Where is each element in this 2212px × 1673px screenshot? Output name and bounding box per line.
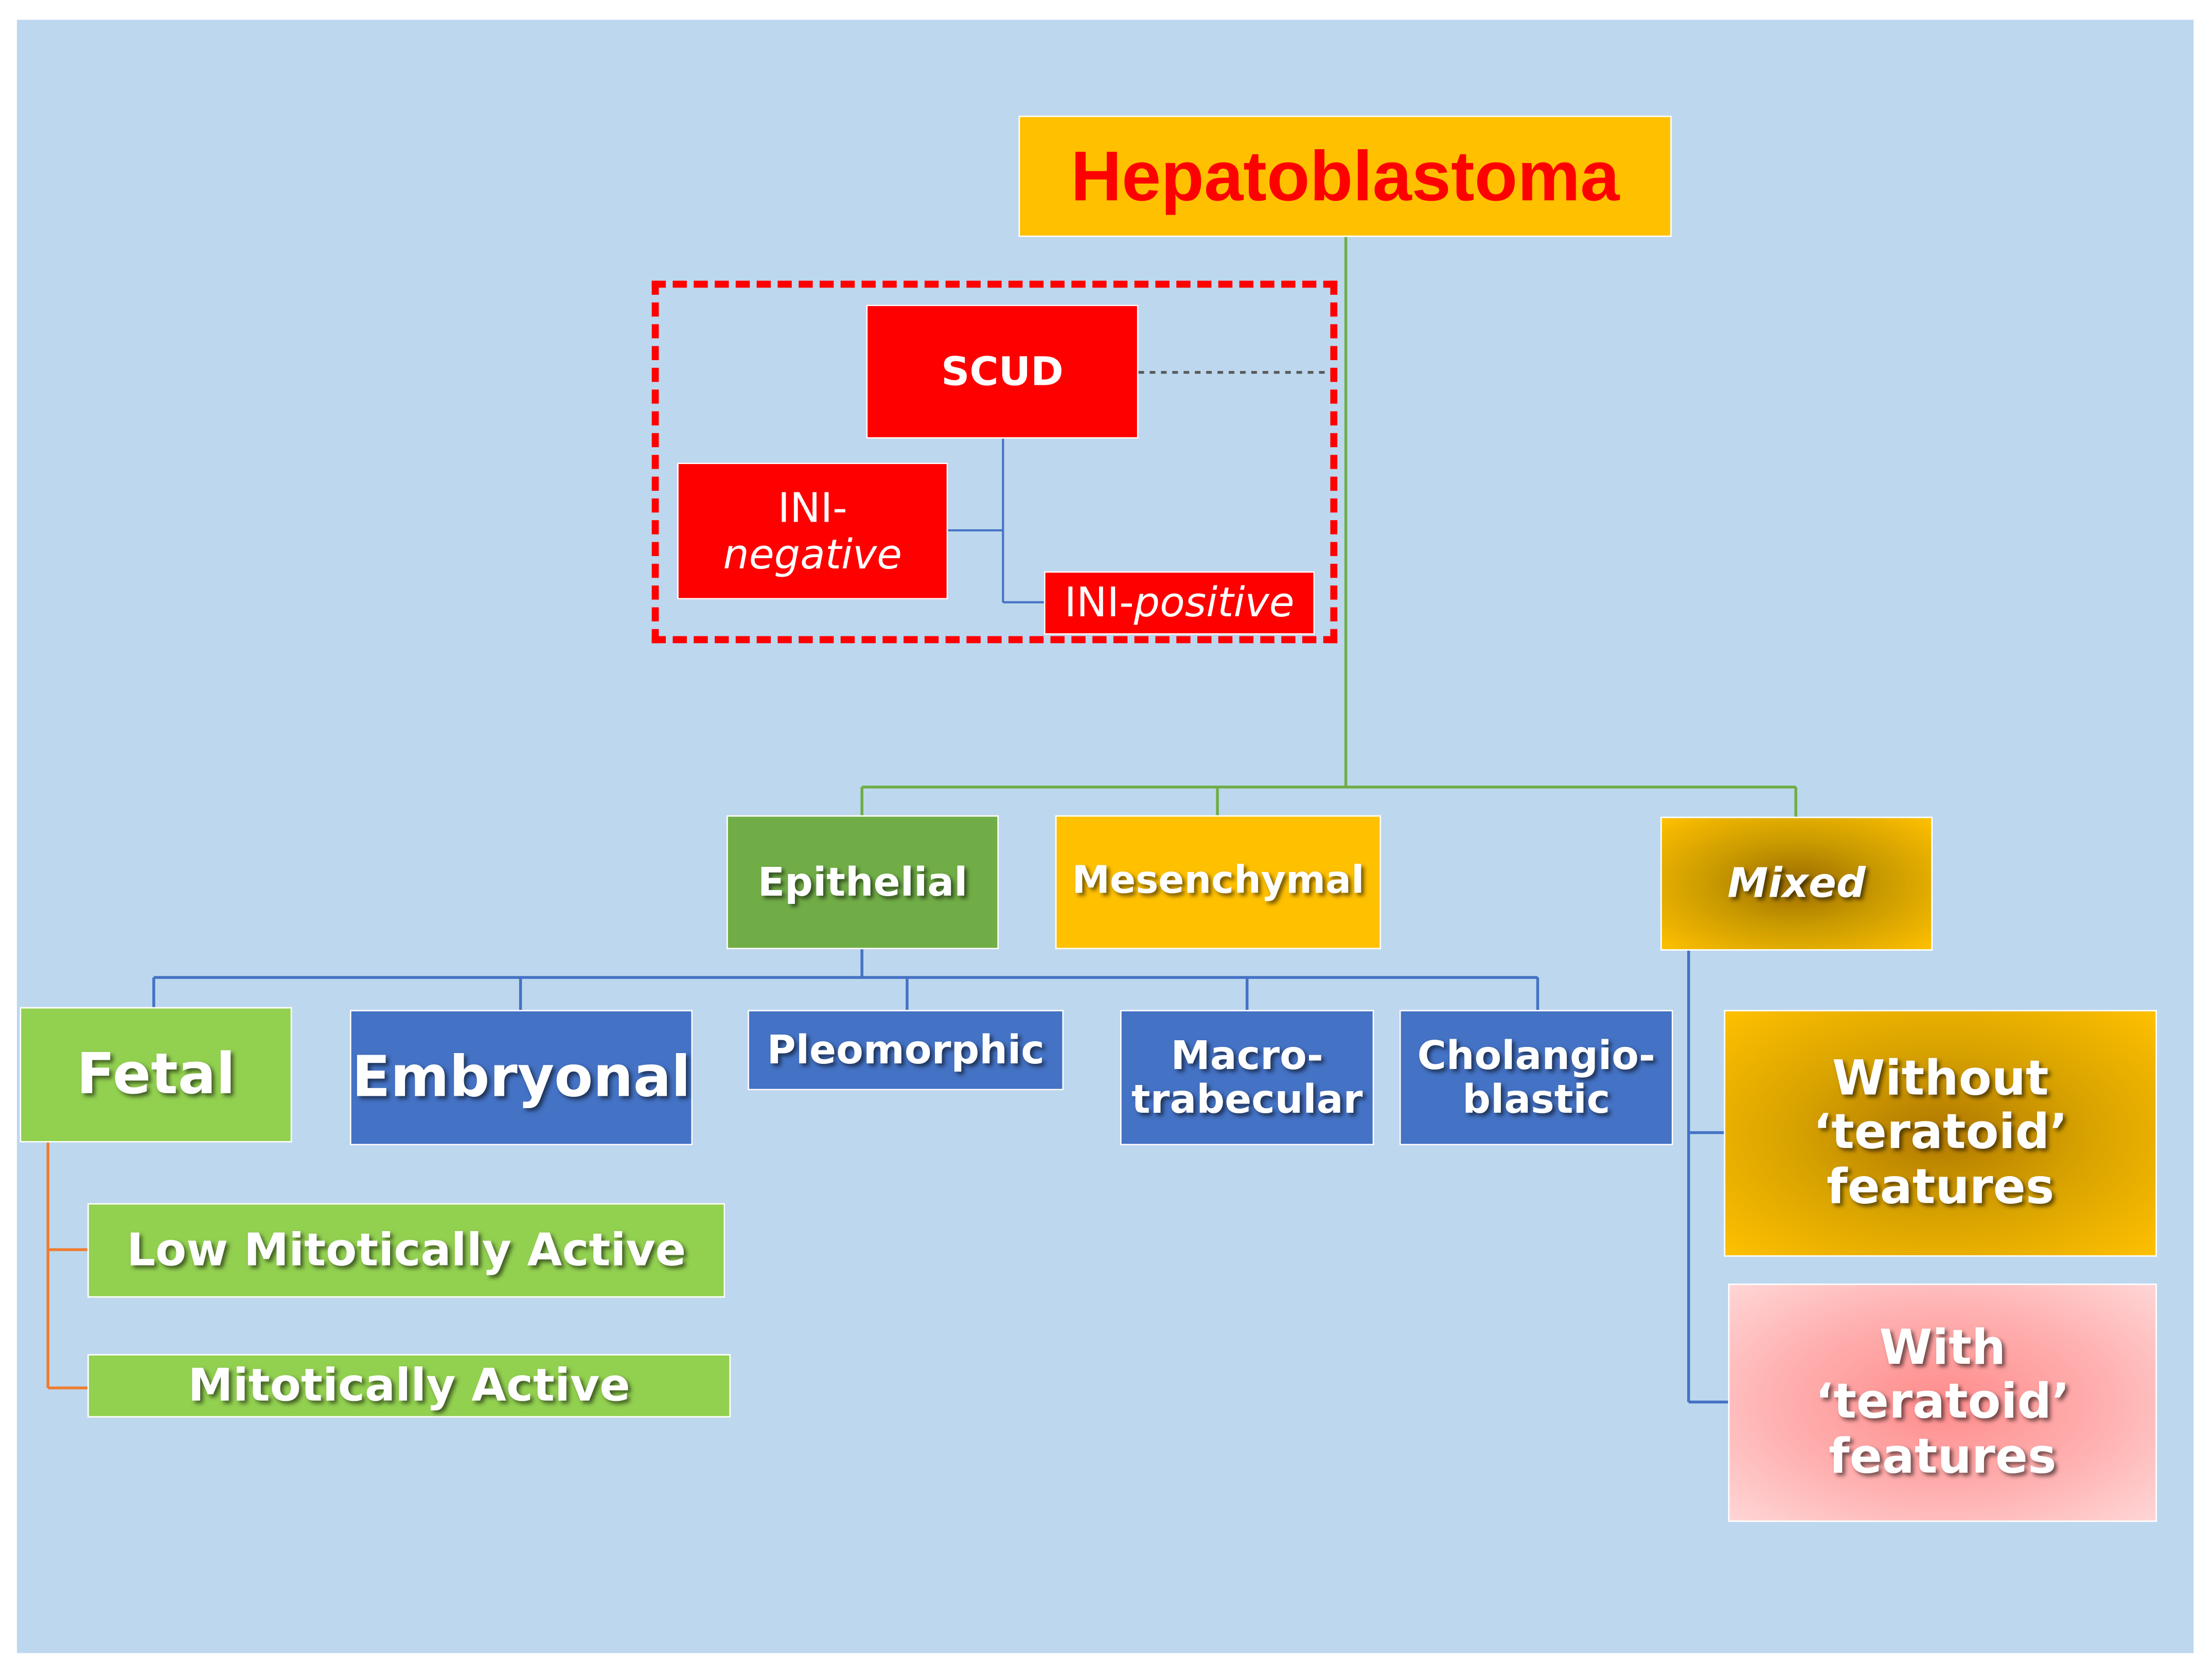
scud-label: SCUD [941,348,1064,395]
low-mitotically-active-label: Low Mitotically Active [127,1222,686,1276]
scud-node: SCUD [866,305,1139,439]
fetal-label: Fetal [76,1042,236,1107]
mixed-label: Mixed [1727,859,1866,907]
mixed-node: Mixed [1660,816,1933,951]
cholangioblastic-label: Cholangio- blastic [1417,1031,1655,1123]
macrotrabecular-node: Macro- trabecular [1120,1010,1374,1146]
ini-positive-prefix: INI- [1064,578,1134,627]
embryonal-node: Embryonal [349,1010,693,1146]
mesenchymal-label: Mesenchymal [1072,859,1365,903]
scud-dashed-frame [651,280,1338,644]
fetal-node: Fetal [20,1007,292,1143]
pleomorphic-label: Pleomorphic [767,1026,1045,1073]
mitotically-active-node: Mitotically Active [87,1354,731,1418]
ini-positive-suffix: positive [1134,578,1295,627]
epithelial-label: Epithelial [757,859,968,905]
low-mitotically-active-node: Low Mitotically Active [87,1203,725,1298]
pleomorphic-node: Pleomorphic [748,1010,1064,1091]
ini-positive-node: INI-positive [1043,571,1315,635]
ini-negative-node: INI- negative [677,462,948,600]
mesenchymal-node: Mesenchymal [1055,815,1382,950]
cholangioblastic-node: Cholangio- blastic [1399,1010,1673,1146]
root-node: Hepatoblastoma [1018,115,1672,237]
macrotrabecular-label: Macro- trabecular [1131,1031,1363,1123]
root-label: Hepatoblastoma [1070,136,1620,216]
embryonal-label: Embryonal [351,1044,691,1110]
without-teratoid-label: Without ‘teratoid’ features [1813,1051,2068,1216]
ini-negative-prefix: INI- [777,484,847,532]
with-teratoid-node: With ‘teratoid’ features [1728,1283,2157,1522]
mitotically-active-label: Mitotically Active [188,1358,630,1412]
epithelial-node: Epithelial [726,815,999,950]
ini-negative-suffix: negative [723,529,903,578]
with-teratoid-label: With ‘teratoid’ features [1815,1321,2070,1485]
without-teratoid-node: Without ‘teratoid’ features [1724,1010,2157,1257]
